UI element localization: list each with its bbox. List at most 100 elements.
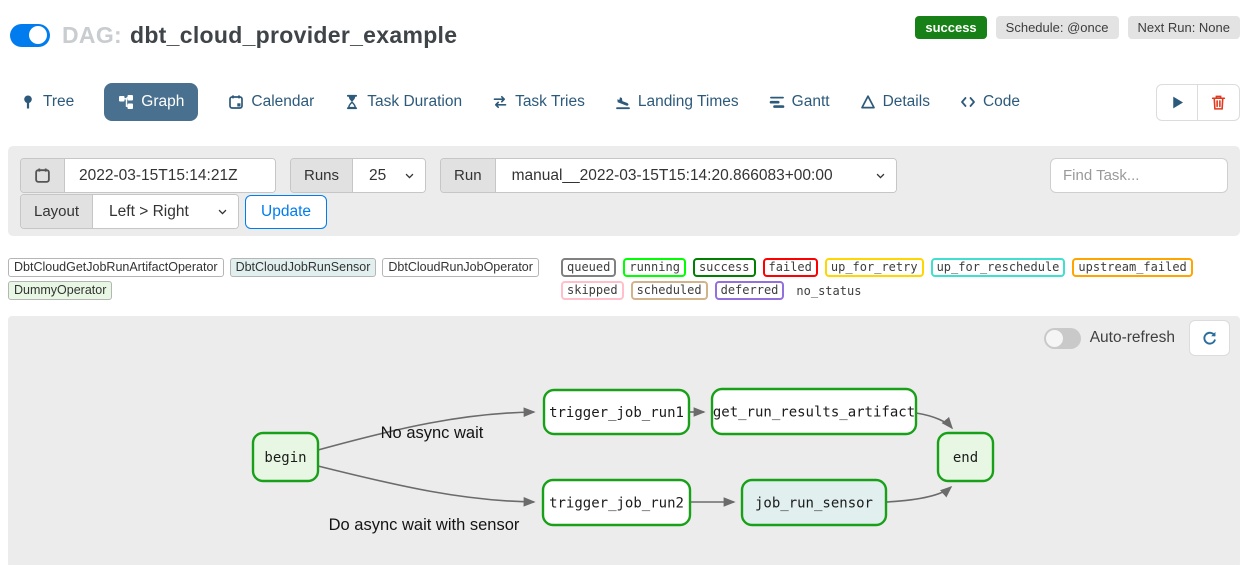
tab-label: Gantt xyxy=(791,93,830,110)
toggle-knob xyxy=(29,26,47,44)
task-node-label: end xyxy=(953,450,978,466)
edge-begin-to-trigger_job_run1 xyxy=(317,407,536,451)
tab-label: Details xyxy=(882,93,930,110)
graph-controls: Auto-refresh xyxy=(1043,320,1230,356)
run-label: Run xyxy=(441,159,496,192)
dag-label-prefix: DAG: xyxy=(62,21,122,48)
edge-job_run_sensor-to-end xyxy=(885,485,953,503)
task-node-label: trigger_job_run1 xyxy=(549,405,684,421)
refresh-icon xyxy=(1203,331,1216,345)
task-node-label: job_run_sensor xyxy=(755,496,873,512)
dag-run-value: manual__2022-03-15T15:14:20.866083+00:00 xyxy=(511,166,833,184)
tab-label: Code xyxy=(982,93,1021,110)
find-task-input[interactable] xyxy=(1050,158,1228,193)
view-tabs: Tree Graph Calendar Task Duration Task Tries… xyxy=(20,83,1020,121)
edge-begin-to-trigger_job_run2 xyxy=(317,465,536,507)
edge-label: Do async wait with sensor xyxy=(329,516,520,534)
legend-status-badge: upstream_failed xyxy=(1072,258,1193,277)
run-group: Run manual__2022-03-15T15:14:20.866083+0… xyxy=(440,158,897,193)
layout-select[interactable]: Left > Right xyxy=(93,195,239,228)
legend-status-badge: skipped xyxy=(561,281,624,300)
dag-header: DAG: dbt_cloud_provider_example success … xyxy=(10,16,1240,54)
task-node-end[interactable]: end xyxy=(936,431,995,483)
task-node-job_run_sensor[interactable]: job_run_sensor xyxy=(740,478,888,527)
task-node-trigger_job_run1[interactable]: trigger_job_run1 xyxy=(542,388,691,436)
auto-refresh-toggle[interactable] xyxy=(1043,327,1081,349)
legend-status-badge: deferred xyxy=(714,281,785,300)
task-node-get_run_results_artifact[interactable]: get_run_results_artifact xyxy=(710,387,918,436)
tab-tree[interactable]: Tree xyxy=(20,93,74,111)
layout-label: Layout xyxy=(21,195,94,228)
tab-landing-times[interactable]: Landing Times xyxy=(615,93,739,111)
legend-status-badge: up_for_reschedule xyxy=(930,258,1066,277)
legend-status-badge: scheduled xyxy=(630,281,708,300)
tree-icon xyxy=(24,95,32,109)
legend-status-badge: success xyxy=(692,258,756,277)
tab-calendar[interactable]: Calendar xyxy=(228,93,314,111)
runs-group: Runs 25 xyxy=(290,158,427,193)
legend-status-badge: running xyxy=(623,258,686,277)
plane-landing-icon xyxy=(615,97,630,110)
tab-details[interactable]: Details xyxy=(860,93,930,111)
filter-panel: Runs 25 Run manual__2022-03-15T15:14:20.… xyxy=(8,146,1240,236)
gantt-icon xyxy=(769,96,784,108)
next-run-badge: Next Run: None xyxy=(1127,16,1240,39)
calendar-icon xyxy=(229,95,244,109)
chevron-down-icon xyxy=(392,170,415,181)
execution-date-input[interactable] xyxy=(65,159,275,192)
legend-status-badge: failed xyxy=(762,258,818,277)
tab-label: Landing Times xyxy=(637,93,739,110)
tab-label: Task Tries xyxy=(515,93,585,110)
graph-icon xyxy=(119,95,134,109)
runs-value: 25 xyxy=(369,166,387,184)
toggle-knob xyxy=(1046,329,1064,347)
task-node-label: trigger_job_run2 xyxy=(549,496,684,512)
auto-refresh-label: Auto-refresh xyxy=(1089,329,1175,346)
tab-graph[interactable]: Graph xyxy=(104,83,199,121)
runs-label: Runs xyxy=(291,159,354,192)
tab-label: Tree xyxy=(43,93,75,110)
legend-operator-badge: DummyOperator xyxy=(8,281,113,300)
task-node-label: begin xyxy=(264,450,306,466)
tab-gantt[interactable]: Gantt xyxy=(769,93,830,111)
schedule-badge: Schedule: @once xyxy=(995,16,1119,39)
edge-get_run_results_artifact-to-end xyxy=(915,412,954,430)
legend-operator-badge: DbtCloudGetJobRunArtifactOperator xyxy=(8,258,224,277)
repeat-icon xyxy=(493,95,507,109)
page-title: dbt_cloud_provider_example xyxy=(129,21,458,48)
trigger-dag-button[interactable] xyxy=(1156,83,1198,121)
tab-label: Graph xyxy=(141,93,185,110)
legend-no-status-label: no_status xyxy=(796,283,862,298)
task-node-label: get_run_results_artifact xyxy=(713,405,915,421)
view-tabbar: Tree Graph Calendar Task Duration Task Tries… xyxy=(20,82,1240,122)
tab-task-duration[interactable]: Task Duration xyxy=(344,93,462,111)
graph-panel: Auto-refresh No async wait Do async wait … xyxy=(8,316,1240,565)
status-badge: success xyxy=(915,16,987,39)
update-button[interactable]: Update xyxy=(245,194,328,229)
chevron-down-icon xyxy=(863,170,886,181)
tab-task-tries[interactable]: Task Tries xyxy=(492,93,585,111)
layout-group: Layout Left > Right xyxy=(20,194,240,229)
edge-label: No async wait xyxy=(381,424,484,442)
chevron-down-icon xyxy=(205,206,228,217)
code-icon xyxy=(961,97,975,107)
calendar-icon xyxy=(35,168,50,183)
hourglass-icon xyxy=(347,94,358,110)
tab-label: Task Duration xyxy=(367,93,463,110)
legend-operator-badge: DbtCloudRunJobOperator xyxy=(382,258,539,277)
dag-run-select[interactable]: manual__2022-03-15T15:14:20.866083+00:00 xyxy=(495,159,896,192)
operator-legend: DbtCloudGetJobRunArtifactOperator DbtClou… xyxy=(8,258,553,300)
filter-row-1: Runs 25 Run manual__2022-03-15T15:14:20.… xyxy=(20,158,1228,193)
task-node-trigger_job_run2[interactable]: trigger_job_run2 xyxy=(541,478,692,527)
dag-actions xyxy=(1156,83,1240,121)
calendar-addon xyxy=(21,159,65,192)
task-node-begin[interactable]: begin xyxy=(251,431,320,483)
tab-code[interactable]: Code xyxy=(960,93,1020,111)
legend-status-badge: up_for_retry xyxy=(824,258,924,277)
delete-dag-button[interactable] xyxy=(1198,83,1240,121)
trash-icon xyxy=(1211,95,1226,110)
dag-pause-toggle[interactable] xyxy=(10,23,50,47)
runs-select[interactable]: 25 xyxy=(353,159,426,192)
refresh-button[interactable] xyxy=(1189,320,1230,356)
filter-row-2: Layout Left > Right Update xyxy=(20,194,1228,229)
